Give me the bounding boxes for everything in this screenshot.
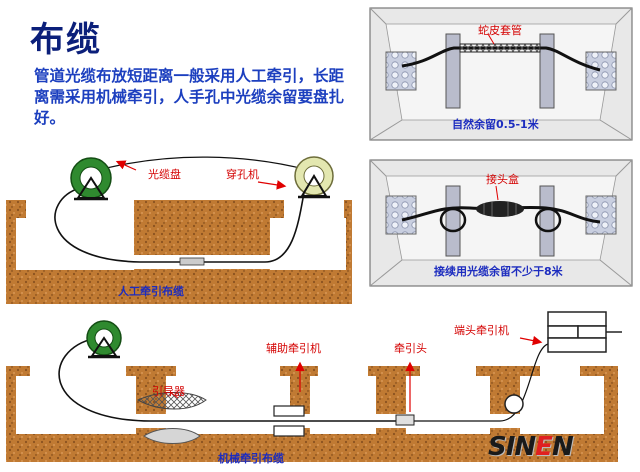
cable-reel-icon	[86, 320, 122, 359]
manhole	[16, 376, 136, 434]
label-threading-machine: 穿孔机	[226, 168, 259, 181]
manhole-right	[270, 218, 346, 270]
arrow-threading-machine	[257, 180, 287, 190]
cable-path-mechanical	[58, 337, 400, 422]
label-end-winch: 端头牵引机	[454, 324, 509, 337]
caption-splice-slack: 接续用光缆余留不少于8米	[434, 265, 563, 278]
caption-mechanical-pulling: 机械牵引布缆	[218, 452, 284, 465]
duct	[490, 414, 520, 428]
aux-winch-box	[273, 405, 305, 417]
sinen-logo: SINEN	[488, 432, 574, 462]
bracket-left	[445, 33, 461, 109]
duct-port-right	[585, 195, 617, 235]
bracket-right	[539, 185, 555, 257]
pulling-head-icon	[395, 414, 415, 426]
label-aux-winch: 辅助牵引机	[266, 342, 321, 355]
duct-port-right	[585, 51, 617, 91]
arrow-snake-tube	[487, 33, 495, 45]
arrow-cable-reel	[115, 160, 137, 171]
splice-slack-panel	[369, 159, 633, 287]
manual-pulling-section	[6, 156, 352, 304]
manhole-opening-left	[26, 200, 134, 222]
manhole-left	[16, 218, 134, 270]
arrow-end-winch	[519, 335, 543, 346]
threading-machine-icon	[294, 156, 334, 199]
caption-manual-pulling: 人工牵引布缆	[118, 285, 184, 298]
mechanical-pulling-section	[6, 311, 622, 462]
manhole	[406, 376, 490, 434]
label-guide: 引导器	[152, 385, 185, 398]
guide-upper	[136, 392, 207, 410]
snake-tube	[459, 43, 541, 53]
cable-coil-right	[534, 207, 562, 233]
duct-port-left	[385, 51, 417, 91]
splice-box-icon	[476, 201, 524, 217]
end-winch-icon	[547, 311, 622, 353]
arrow-guide	[169, 391, 179, 399]
logo-text-tail: N	[551, 432, 574, 462]
cable-coil-left	[439, 207, 467, 233]
label-snake-tube: 蛇皮套管	[478, 24, 522, 37]
logo-text-accent: E	[535, 432, 553, 462]
manhole	[310, 376, 376, 434]
bracket-left	[445, 185, 461, 257]
cable-path-manual	[54, 174, 309, 263]
page-title: 布缆	[30, 20, 102, 60]
pulley-icon	[504, 394, 524, 414]
label-cable-reel: 光缆盘	[148, 168, 181, 181]
natural-slack-panel	[369, 7, 633, 141]
label-splice-box: 接头盒	[486, 173, 519, 186]
duct-port-left	[385, 195, 417, 235]
cable-reel-icon	[70, 157, 112, 201]
label-pulling-head: 牵引头	[394, 342, 427, 355]
intro-text: 管道光缆布放短距离一般采用人工牵引，长距离需采用机械牵引，人手孔中光缆余留要盘扎…	[34, 67, 345, 127]
guide-lower	[143, 428, 201, 444]
manhole	[520, 376, 604, 434]
bracket-right	[539, 33, 555, 109]
pull-rope	[414, 343, 549, 422]
logo-text-main: SIN	[488, 432, 536, 462]
aux-winch-box	[273, 425, 305, 437]
arrow-splice-box	[495, 185, 499, 201]
pulling-sleeve	[179, 257, 205, 266]
caption-natural-slack: 自然余留0.5-1米	[452, 118, 539, 131]
